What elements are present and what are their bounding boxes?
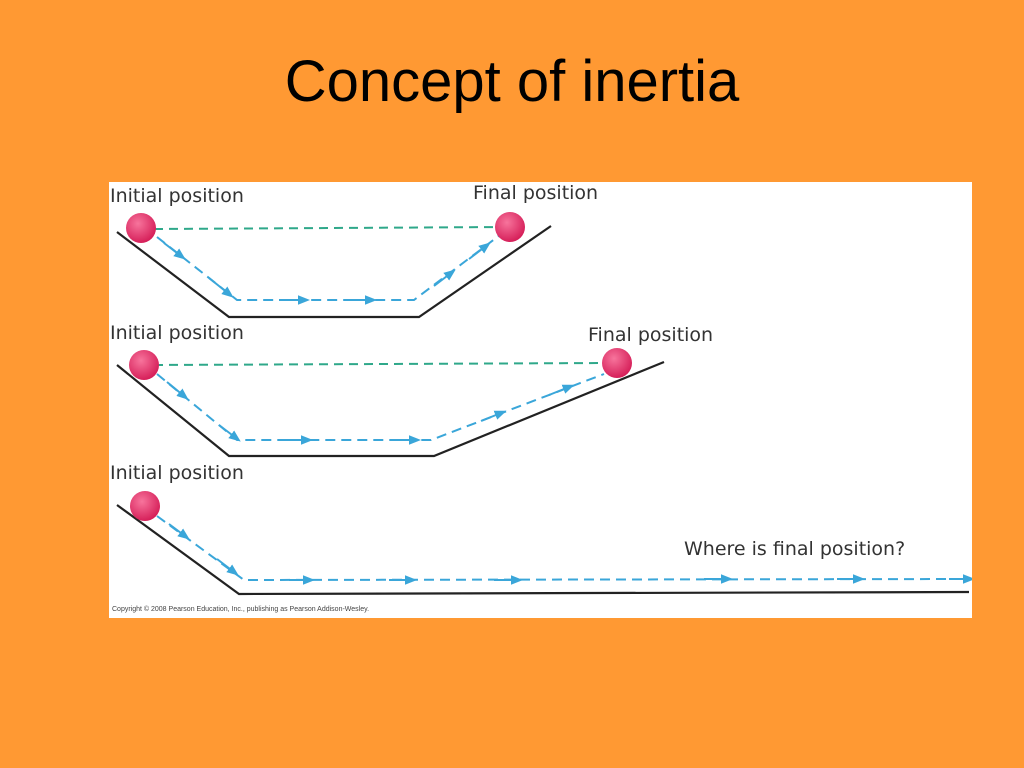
copyright-notice: Copyright © 2008 Pearson Education, Inc.…: [112, 606, 370, 613]
ball-initial-1: [126, 213, 156, 243]
track-2: [116, 360, 665, 458]
panel-1-initial-label: Initial position: [110, 185, 244, 207]
level-line-1: [153, 226, 510, 230]
level-line-2: [153, 362, 610, 366]
ball-initial-3: [130, 491, 160, 521]
ball-final-1: [495, 212, 525, 242]
ball-initial-2: [129, 350, 159, 380]
arrow-1b: [208, 277, 234, 298]
motion-path-1: [156, 231, 505, 301]
panel-2-final-label: Final position: [588, 324, 714, 346]
arrow-2f: [548, 384, 575, 396]
arrow-3b: [216, 558, 239, 576]
panel-3-final-question: Where is final position?: [684, 538, 906, 560]
slide-title: Concept of inertia: [284, 49, 740, 114]
motion-path-2: [156, 373, 605, 441]
arrow-1e: [433, 269, 456, 287]
arrow-3a: [168, 523, 190, 540]
arrow-2a: [166, 381, 189, 400]
panel-2-initial-label: Initial position: [110, 322, 244, 344]
panel-3: [116, 491, 972, 596]
arrow-1f: [468, 242, 491, 260]
track-3: [116, 504, 970, 596]
arrow-1a: [163, 242, 186, 260]
track-1: [116, 225, 552, 319]
panel-1: [116, 212, 552, 319]
ball-final-2: [602, 348, 632, 378]
inertia-figure: Initial position Final position Initial …: [109, 182, 972, 618]
arrow-2e: [480, 410, 507, 422]
inertia-diagram: [116, 212, 972, 596]
panel-3-initial-label: Initial position: [110, 462, 244, 484]
panel-2: [116, 348, 665, 458]
arrow-2b: [218, 424, 241, 442]
panel-1-final-label: Final position: [473, 182, 599, 204]
